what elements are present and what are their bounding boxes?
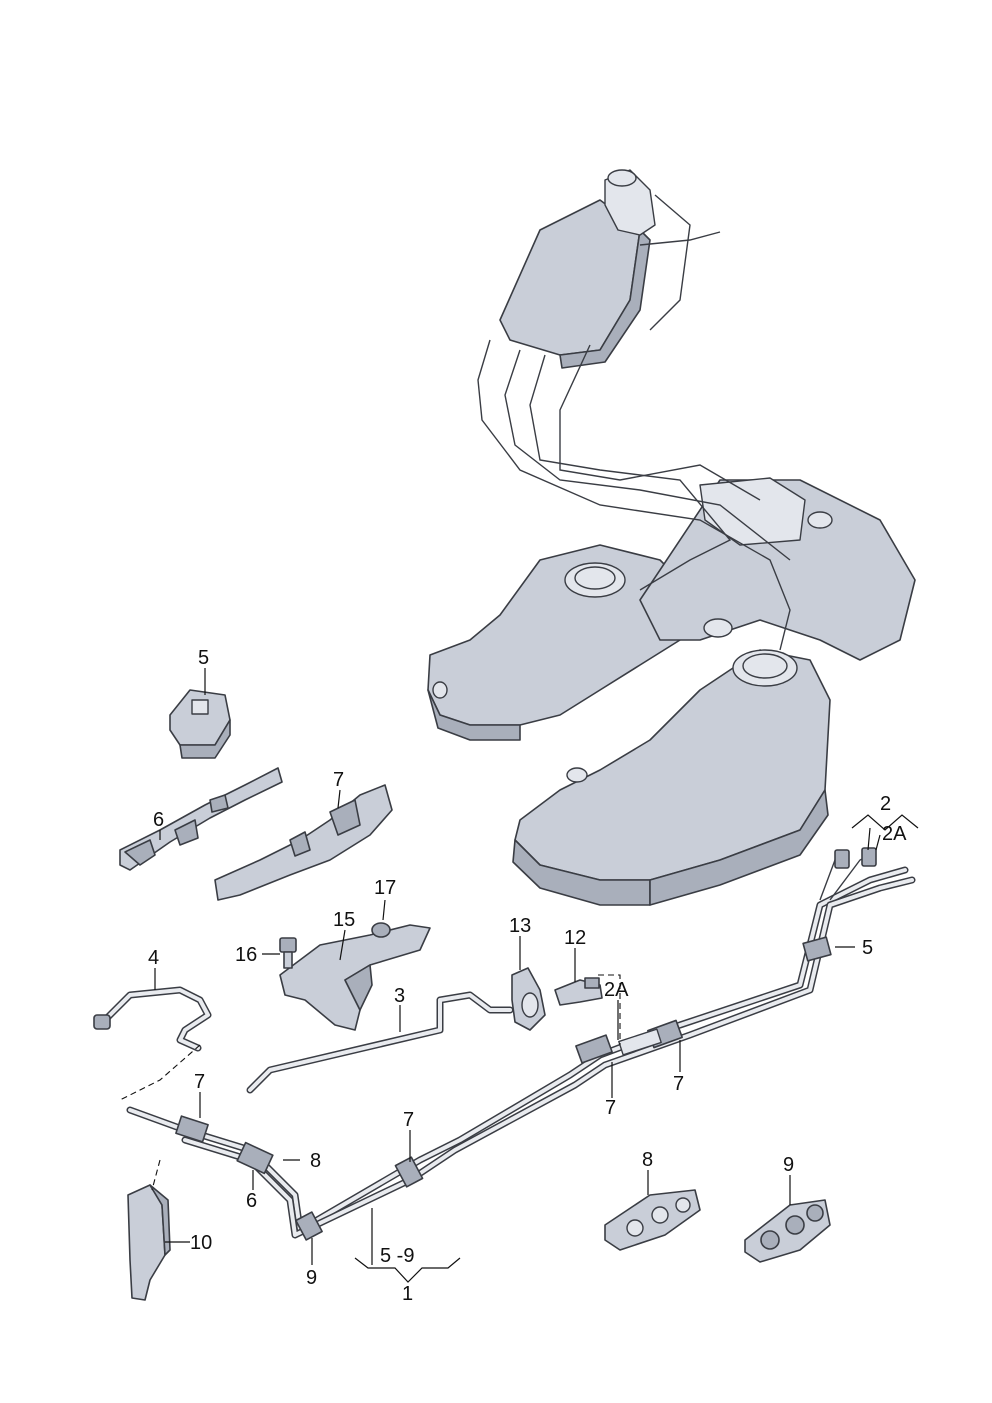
fuel-tank-assembly: [427, 169, 916, 906]
part-15-bracket: [279, 924, 431, 1031]
part-8-clip: [604, 1189, 701, 1251]
part-3-pipe: [246, 991, 514, 1094]
callout-16: 16: [235, 944, 257, 966]
callout-9-bottom: 9: [783, 1154, 794, 1176]
callout-13: 13: [509, 915, 531, 937]
callout-5-top: 5: [198, 647, 209, 669]
main-fuel-line-bundle: [126, 847, 916, 1241]
callout-15: 15: [333, 909, 355, 931]
part-17-nut: [371, 922, 391, 938]
callout-4: 4: [148, 947, 159, 969]
callout-1: 1: [402, 1283, 413, 1305]
part-9-clip: [744, 1199, 831, 1263]
part-10-shield: [127, 1184, 171, 1301]
part-7-clip-strip: [214, 784, 393, 901]
part-12-connector: [554, 977, 603, 1006]
callout-10: 10: [190, 1232, 212, 1254]
callout-6-clip: 6: [153, 809, 164, 831]
callout-7-left: 7: [194, 1071, 205, 1093]
callout-3: 3: [394, 985, 405, 1007]
callout-17: 17: [374, 877, 396, 899]
callout-6-left: 6: [246, 1190, 257, 1212]
callout-2: 2: [880, 793, 891, 815]
callout-5-9: 5 -9: [380, 1245, 414, 1267]
part-13-clamp: [511, 967, 546, 1031]
callout-8-left: 8: [310, 1150, 321, 1172]
callout-2A-top: 2A: [882, 823, 907, 845]
callout-labels: 5 6 7 17 15 16 13 12 2 2A 5 4 3 2A 7 7 7…: [148, 647, 907, 1305]
part-4-pipe: [93, 986, 212, 1052]
callout-7-mid-b: 7: [673, 1073, 684, 1095]
callout-12: 12: [564, 927, 586, 949]
leader-lines: [154, 668, 919, 1283]
callout-7-bottom: 7: [403, 1109, 414, 1131]
callout-2A-mid: 2A: [604, 979, 629, 1001]
callout-8-bottom: 8: [642, 1149, 653, 1171]
part-5-clip: [169, 689, 231, 759]
reference-dashed-lines: [119, 974, 621, 1191]
callout-7-mid-a: 7: [605, 1097, 616, 1119]
part-16-bolt: [279, 937, 297, 969]
callout-9-left: 9: [306, 1267, 317, 1289]
callout-5-right: 5: [862, 937, 873, 959]
callout-7-clip: 7: [333, 769, 344, 791]
part-6-clip-strip: [119, 767, 283, 871]
